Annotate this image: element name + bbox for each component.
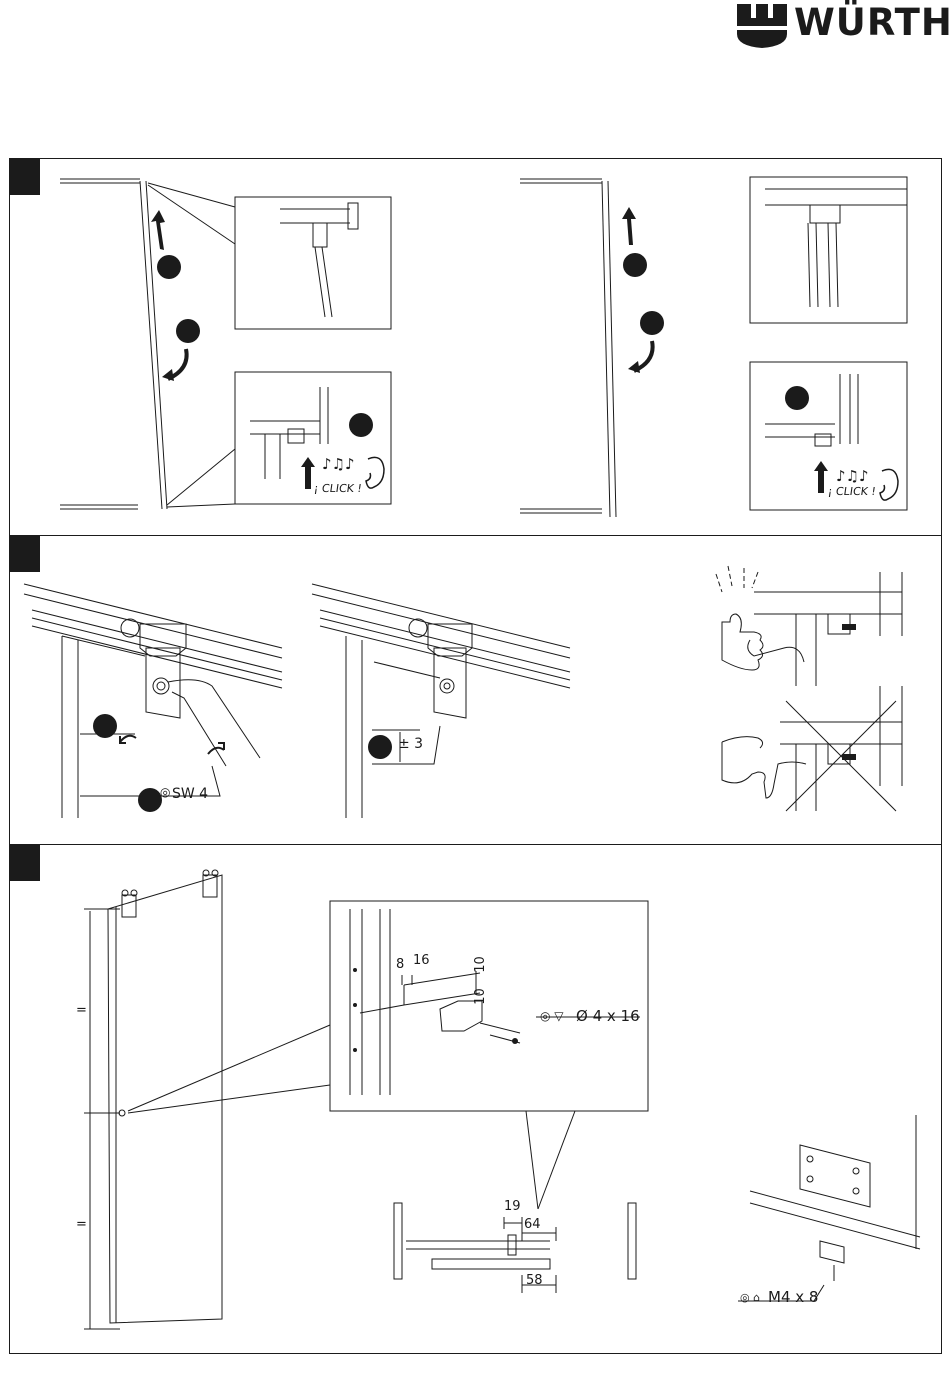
screw-head-icon: ◎ ▽ — [540, 1009, 564, 1023]
dimension-16: 16 — [413, 953, 430, 968]
dimension-10-bottom: 10 — [473, 988, 488, 1005]
equal-spacing-top: = — [76, 1003, 87, 1018]
dimension-64: 64 — [524, 1217, 541, 1232]
equal-spacing-bottom: = — [76, 1217, 87, 1232]
step-2-illustration — [10, 536, 943, 846]
dimension-19: 19 — [504, 1199, 521, 1214]
tool-size-label: SW 4 — [172, 786, 208, 802]
brand-name: WÜRTH — [794, 1, 950, 44]
bolt-spec-label: M4 x 8 — [768, 1288, 818, 1306]
bolt-head-icon: ◎ ⌂ — [740, 1291, 760, 1304]
music-notes-icon-left: ♪♫♪ — [322, 455, 355, 473]
wurth-w-logo-icon — [737, 4, 787, 48]
hex-key-icon: ◎ — [160, 785, 170, 799]
step-3-illustration — [10, 845, 943, 1355]
step-3-panel: = = 8 16 10 10 ◎ ▽ Ø 4 x 16 19 64 58 ◎ ⌂… — [9, 844, 942, 1354]
adjust-range-label: ± 3 — [398, 736, 423, 752]
step-1-panel: ¡ CLICK ! ♪♫♪ ¡ CLICK ! ♪♫♪ — [9, 158, 942, 536]
dimension-58: 58 — [526, 1273, 543, 1288]
step-2-panel: SW 4 ◎ ± 3 — [9, 535, 942, 845]
click-sound-label-left: ¡ CLICK ! — [313, 482, 363, 495]
dimension-10-top: 10 — [473, 956, 488, 973]
music-notes-icon-right: ♪♫♪ — [836, 467, 869, 485]
dimension-8: 8 — [396, 957, 404, 972]
click-sound-label-right: ¡ CLICK ! — [827, 485, 877, 498]
step-1-illustration — [10, 159, 943, 537]
screw-spec-label: Ø 4 x 16 — [576, 1007, 640, 1025]
